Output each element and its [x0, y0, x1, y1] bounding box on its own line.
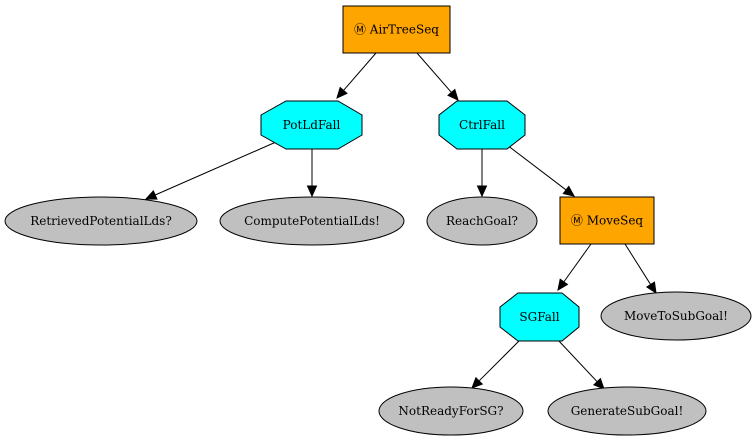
condition-ellipse: [4, 196, 198, 246]
edge-move-seq-to-move-to-sub-goal: [624, 243, 657, 295]
action-ellipse: [600, 291, 752, 341]
sequence-box: [559, 196, 655, 245]
node-move-seq[interactable]: Ⓜ MoveSeq: [559, 196, 655, 245]
edge-line: [506, 144, 567, 191]
node-label-reach-goal: ReachGoal?: [446, 214, 518, 228]
node-label-move-to-sub-goal: MoveToSubGoal!: [624, 309, 728, 323]
edge-air-tree-seq-to-pot-ld-fall: [336, 52, 377, 99]
node-not-ready-for-sg[interactable]: NotReadyForSG?: [378, 386, 524, 436]
edges-layer: [144, 52, 657, 390]
arrowhead: [471, 376, 484, 389]
arrowhead: [447, 88, 459, 101]
node-reach-goal[interactable]: ReachGoal?: [426, 196, 538, 246]
node-pot-ld-fall[interactable]: PotLdFall: [260, 100, 363, 150]
edge-line: [478, 339, 521, 382]
edge-move-seq-to-sg-fall: [557, 243, 592, 291]
arrowhead: [476, 185, 488, 198]
node-generate-sub-goal[interactable]: GenerateSubGoal!: [547, 386, 707, 436]
node-move-to-sub-goal[interactable]: MoveToSubGoal!: [600, 291, 752, 341]
edge-line: [557, 339, 598, 383]
arrowhead: [144, 189, 158, 200]
node-label-generate-sub-goal: GenerateSubGoal!: [571, 404, 684, 418]
edge-line: [416, 52, 452, 93]
edge-air-tree-seq-to-ctrl-fall: [416, 52, 459, 101]
node-label-ctrl-fall: CtrlFall: [459, 118, 505, 132]
node-label-pot-ld-fall: PotLdFall: [283, 118, 341, 132]
edge-pot-ld-fall-to-retrieved-potential-lds: [144, 141, 277, 200]
edge-ctrl-fall-to-reach-goal: [476, 149, 488, 198]
node-label-compute-potential-lds: ComputePotentialLds!: [244, 214, 380, 228]
edge-ctrl-fall-to-move-seq: [506, 144, 575, 197]
edge-line: [343, 52, 377, 91]
node-compute-potential-lds[interactable]: ComputePotentialLds!: [219, 196, 405, 246]
node-sg-fall[interactable]: SGFall: [499, 292, 580, 342]
node-air-tree-seq[interactable]: Ⓜ AirTreeSeq: [342, 5, 451, 54]
node-label-retrieved-potential-lds: RetrievedPotentialLds?: [30, 214, 172, 228]
fallback-octagon: [260, 100, 363, 150]
node-label-sg-fall: SGFall: [519, 310, 559, 324]
arrowhead: [336, 86, 348, 99]
condition-ellipse: [378, 386, 524, 436]
action-ellipse: [547, 386, 707, 436]
arrowhead: [557, 278, 569, 291]
fallback-octagon: [499, 292, 580, 342]
node-ctrl-fall[interactable]: CtrlFall: [438, 100, 526, 150]
node-label-air-tree-seq: Ⓜ AirTreeSeq: [354, 23, 439, 37]
edge-sg-fall-to-not-ready-for-sg: [471, 339, 521, 389]
edge-sg-fall-to-generate-sub-goal: [557, 339, 605, 390]
arrowhead: [645, 281, 657, 295]
arrowhead: [562, 185, 575, 197]
node-label-not-ready-for-sg: NotReadyForSG?: [398, 404, 503, 418]
sequence-box: [342, 5, 451, 54]
edge-line: [563, 243, 592, 283]
fallback-octagon: [438, 100, 526, 150]
condition-ellipse: [426, 196, 538, 246]
node-retrieved-potential-lds[interactable]: RetrievedPotentialLds?: [4, 196, 198, 246]
edge-line: [624, 243, 652, 285]
arrowhead: [592, 377, 605, 390]
action-ellipse: [219, 196, 405, 246]
node-label-move-seq: Ⓜ MoveSeq: [571, 214, 644, 228]
edge-line: [154, 141, 277, 196]
arrowhead: [306, 185, 318, 198]
edge-pot-ld-fall-to-compute-potential-lds: [306, 149, 318, 198]
